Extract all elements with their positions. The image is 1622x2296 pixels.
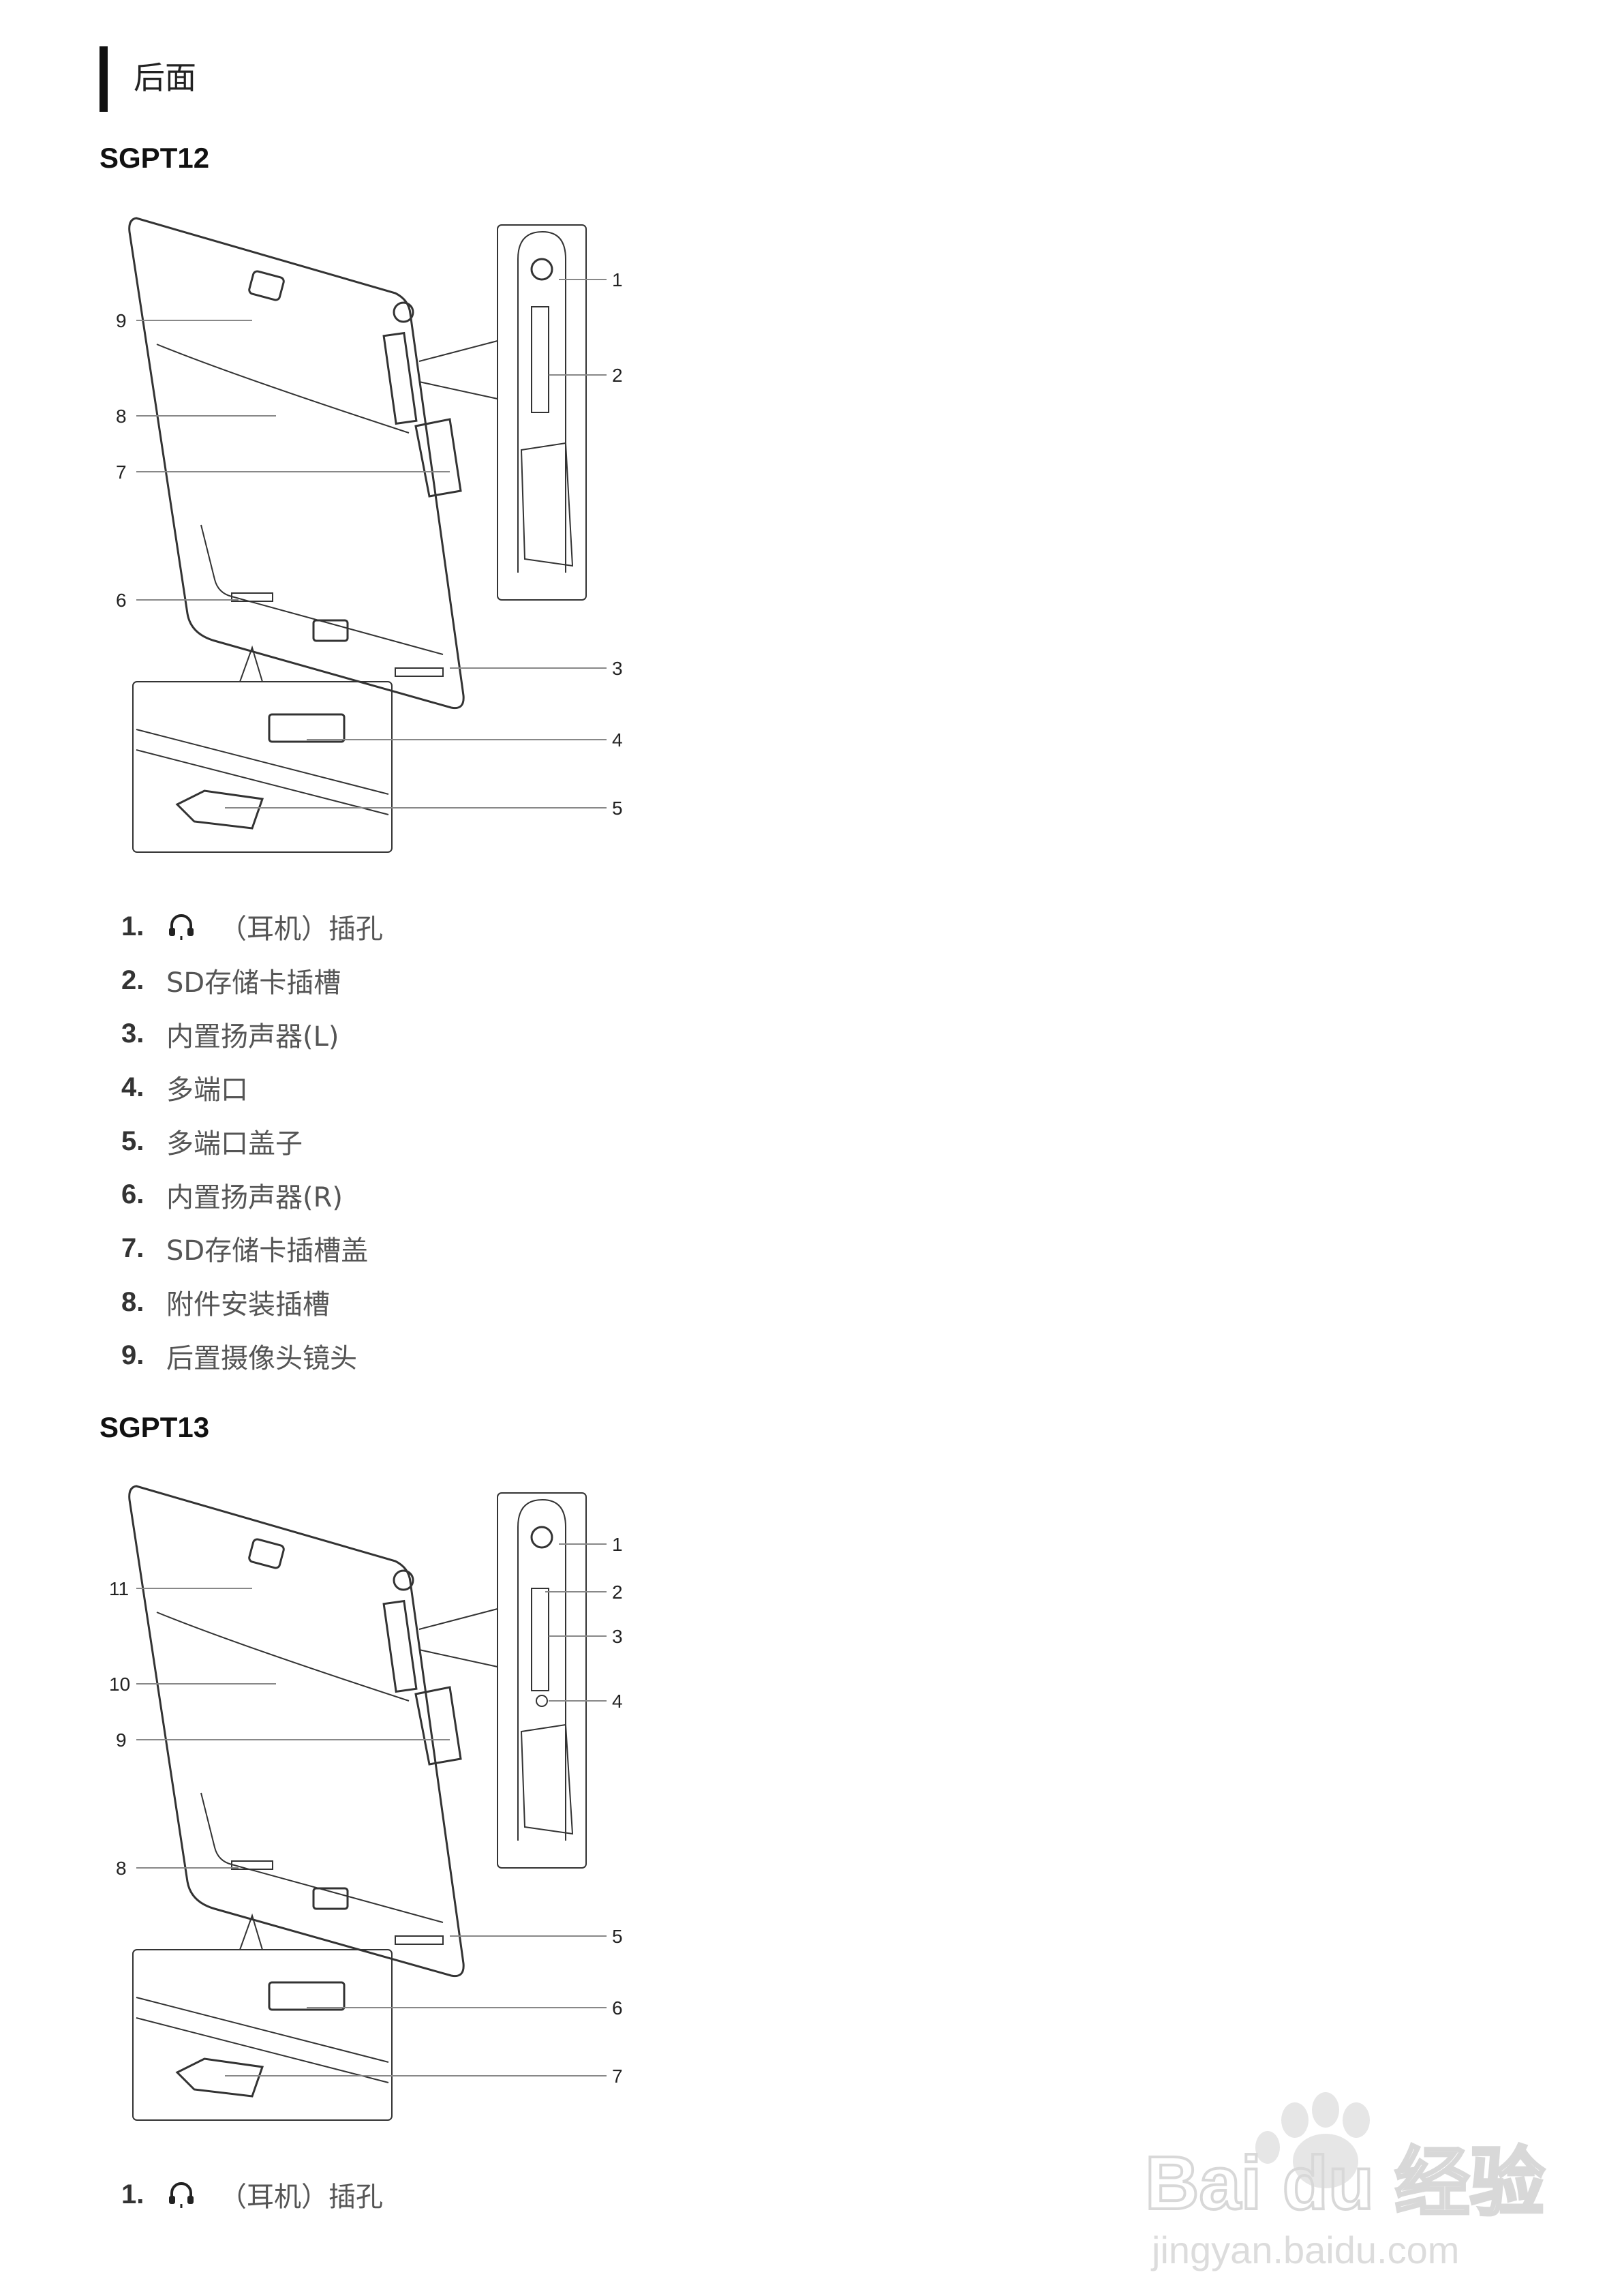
baidu-jingyan-watermark: Bai du 经验 jingyan.baidu.com (1144, 2079, 1554, 2277)
callout-7: 7 (116, 462, 127, 483)
callout-5: 5 (612, 1926, 623, 1947)
watermark-brand: Bai du 经验 (1145, 2141, 1545, 2225)
list-item: 1. （耳机）插孔 (121, 911, 383, 946)
callout-6: 6 (116, 590, 127, 611)
callout-3: 3 (612, 658, 623, 679)
callout-1: 1 (612, 1534, 623, 1555)
callout-7: 7 (612, 2066, 623, 2087)
list-item: 9.后置摄像头镜头 (121, 1340, 357, 1374)
callout-4: 4 (612, 1691, 623, 1712)
callout-8: 8 (116, 406, 127, 427)
list-item: 8.附件安装插槽 (121, 1286, 330, 1321)
headphone-icon (169, 2182, 194, 2209)
callout-1: 1 (612, 269, 623, 290)
paw-icon (1255, 2092, 1370, 2188)
callout-2: 2 (612, 1582, 623, 1603)
parts-list-sgpt12: 1. （耳机）插孔 2.SD存储卡插槽 3.内置扬声器(L) 4.多端口 5.多… (121, 900, 383, 1383)
list-item: 3.内置扬声器(L) (121, 1018, 339, 1053)
figure-sgpt13-back: 11 10 9 8 1 2 3 4 5 6 7 (95, 1472, 641, 2168)
list-item: 4.多端口 (121, 1072, 248, 1106)
list-item: 5.多端口盖子 (121, 1126, 303, 1160)
callout-11: 11 (109, 1578, 129, 1599)
callout-9: 9 (116, 1729, 127, 1751)
list-item: 2.SD存储卡插槽 (121, 965, 341, 999)
watermark-url: jingyan.baidu.com (1150, 2229, 1459, 2271)
callout-5: 5 (612, 798, 623, 819)
figure-sgpt12-back: 9 8 7 6 1 2 3 4 5 (95, 205, 641, 900)
list-item: 6.内置扬声器(R) (121, 1179, 343, 1213)
section-marker-bar (100, 46, 108, 112)
callout-9: 9 (116, 310, 127, 331)
callout-4: 4 (612, 729, 623, 751)
parts-list-sgpt13: 1. （耳机）插孔 (121, 2168, 383, 2222)
section-title: 后面 (134, 59, 196, 96)
list-item: 1. （耳机）插孔 (121, 2179, 383, 2214)
callout-2: 2 (612, 365, 623, 386)
callout-3: 3 (612, 1626, 623, 1647)
headphone-icon (169, 914, 194, 941)
model-heading-sgpt12: SGPT12 (100, 142, 210, 174)
callout-6: 6 (612, 1997, 623, 2019)
callout-10: 10 (109, 1674, 130, 1695)
list-item: 7.SD存储卡插槽盖 (121, 1233, 369, 1267)
model-heading-sgpt13: SGPT13 (100, 1411, 210, 1443)
callout-8: 8 (116, 1858, 127, 1879)
